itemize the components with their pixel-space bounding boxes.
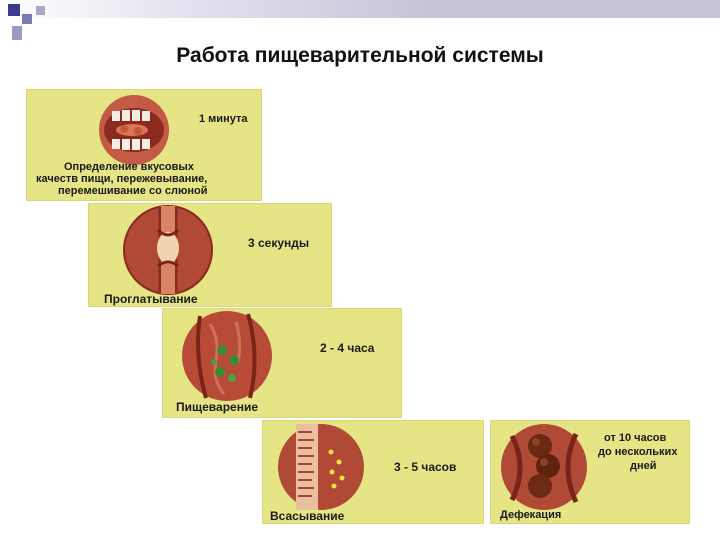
background-text (302, 314, 398, 327)
esophagus-swallow-icon (123, 205, 213, 295)
panel-caption-line: Пищеварение (176, 400, 258, 414)
panel-caption-line: Определение вкусовых (64, 161, 194, 173)
panel-defecation: от 10 часов до нескольких дней Дефекация (490, 420, 690, 524)
panel-swallowing: 3 секунды Проглатывание (88, 203, 332, 307)
stomach-digestion-icon (182, 311, 272, 401)
panel-time: 2 - 4 часа (320, 341, 375, 355)
panel-caption-line: Проглатывание (104, 292, 198, 306)
panel-time: 3 секунды (248, 236, 310, 250)
panel-chewing: 1 минута Определение вкусовых качеств пи… (26, 89, 262, 201)
panel-time: дней (630, 460, 657, 472)
panel-caption-line: качеств пищи, пережевывание, (36, 173, 208, 185)
panel-absorption: 3 - 5 часов Всасывание (262, 420, 484, 524)
slide-title: Работа пищеварительной системы (176, 44, 544, 67)
mouth-chewing-icon (99, 95, 169, 165)
slide-header-bar (0, 0, 720, 18)
panel-time: 3 - 5 часов (394, 460, 457, 474)
panel-caption-line: Всасывание (270, 509, 345, 523)
panel-caption-line: перемешивание со слюной (58, 185, 208, 197)
panel-digestion: 2 - 4 часа Пищеварение (162, 308, 402, 418)
panel-caption-line: Дефекация (500, 509, 562, 521)
panel-time: 1 минута (199, 113, 248, 125)
panel-time: от 10 часов (604, 432, 667, 444)
slide-logo (8, 4, 60, 44)
colon-defecation-icon (501, 424, 587, 510)
intestine-villi-icon (278, 424, 364, 510)
panel-time: до нескольких (598, 446, 678, 458)
